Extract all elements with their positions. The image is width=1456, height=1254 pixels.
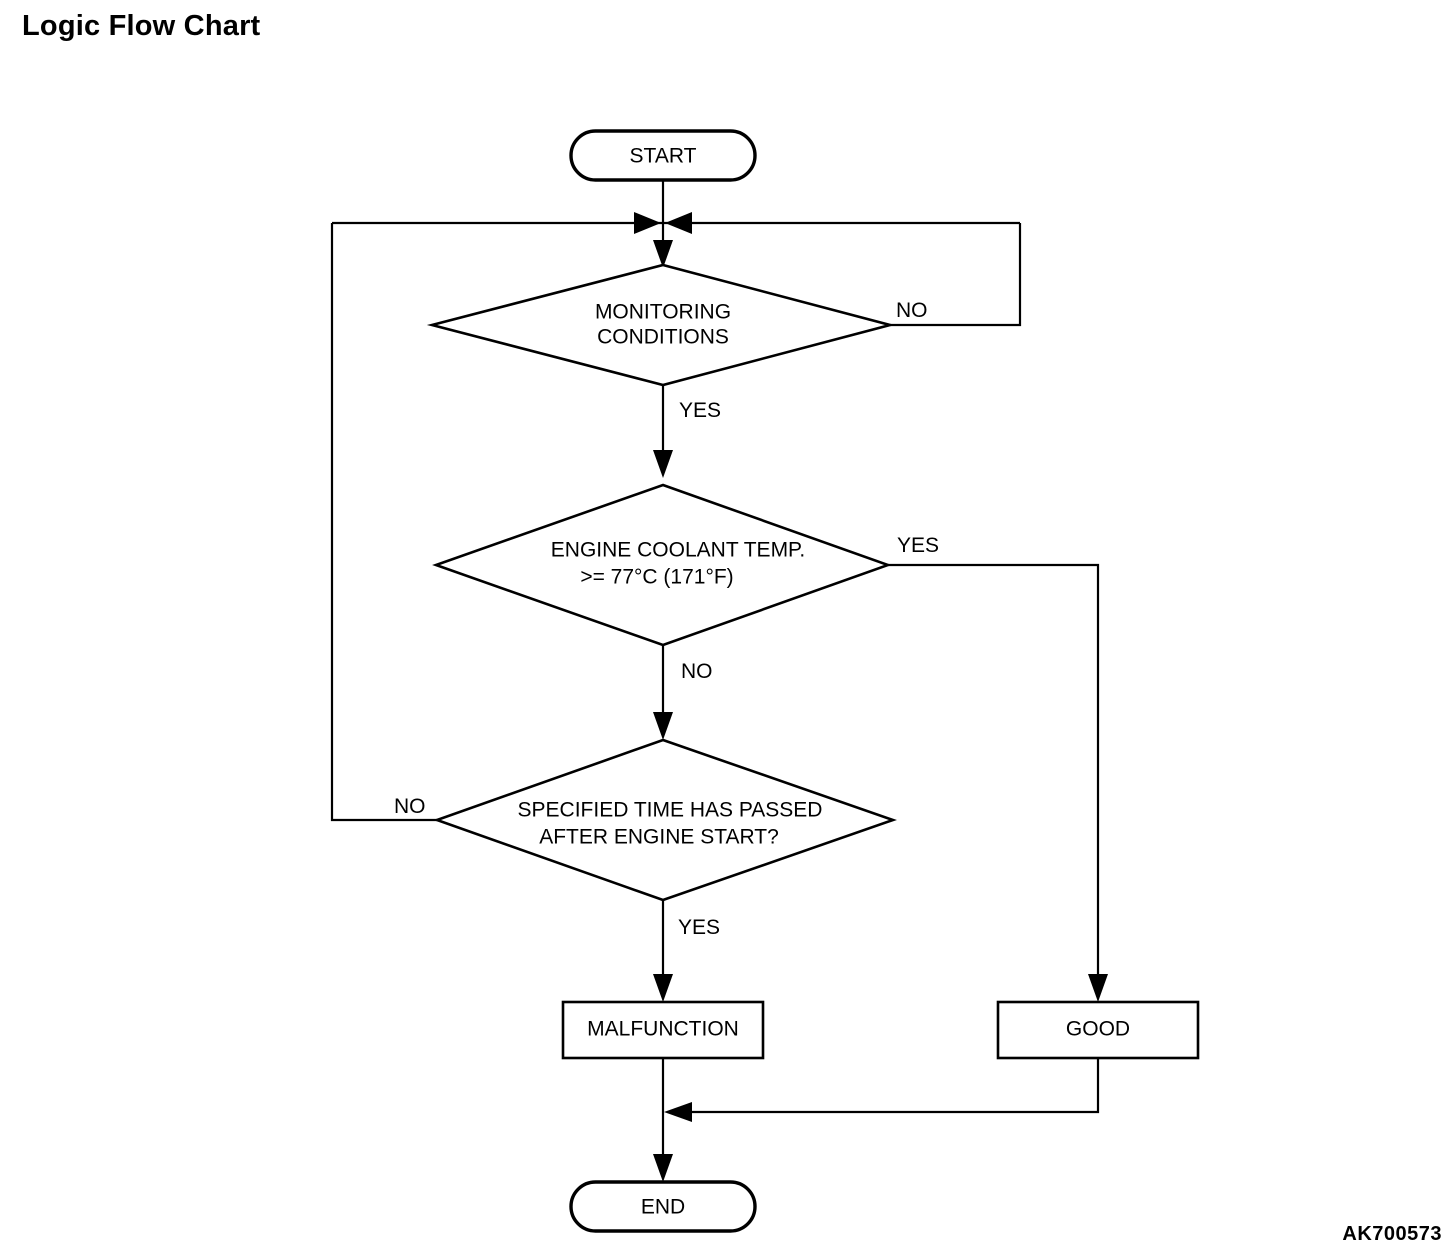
node-coolant-label-line2: >= 77°C (171°F) <box>580 566 733 589</box>
node-good-label: GOOD <box>1066 1018 1130 1041</box>
edge-good-to-end <box>664 1058 1100 1122</box>
page-title: Logic Flow Chart <box>22 10 261 42</box>
edge-label-time-yes: YES <box>678 916 720 939</box>
node-end-label: END <box>641 1196 685 1219</box>
edge-time-no <box>330 223 437 822</box>
reference-code: AK700573 <box>1342 1223 1442 1245</box>
node-time-label-line1: SPECIFIED TIME HAS PASSED <box>518 799 823 822</box>
node-time-label-line2: AFTER ENGINE START? <box>539 826 779 849</box>
edge-time-yes <box>653 900 673 1002</box>
edge-coolant-no <box>653 645 673 740</box>
node-monitoring-conditions: MONITORING CONDITIONS <box>426 263 896 387</box>
node-good: GOOD <box>996 1000 1200 1060</box>
junction-bar <box>332 212 1020 234</box>
edge-label-monitoring-yes: YES <box>679 399 721 422</box>
node-specified-time-passed: SPECIFIED TIME HAS PASSED AFTER ENGINE S… <box>433 738 897 902</box>
arrowhead-down <box>653 712 673 740</box>
edge-label-time-no: NO <box>394 795 426 818</box>
edge-coolant-yes <box>888 563 1108 1002</box>
edge-junction-to-monitoring <box>653 223 673 268</box>
edge-monitoring-yes <box>653 385 673 478</box>
node-engine-coolant-temp: ENGINE COOLANT TEMP. >= 77°C (171°F) <box>432 483 892 647</box>
edge-monitoring-no <box>890 223 1022 327</box>
edge-label-coolant-yes: YES <box>897 534 939 557</box>
node-monitoring-label-line1: MONITORING <box>595 301 731 324</box>
node-malfunction-label: MALFUNCTION <box>587 1018 739 1041</box>
node-malfunction: MALFUNCTION <box>561 1000 765 1060</box>
arrowhead-down <box>653 450 673 478</box>
node-monitoring-label-line2: CONDITIONS <box>597 326 729 349</box>
node-coolant-label-line1: ENGINE COOLANT TEMP. <box>551 539 805 562</box>
edge-label-coolant-no: NO <box>681 660 713 683</box>
edge-label-monitoring-no: NO <box>896 299 928 322</box>
node-start-label: START <box>630 145 697 168</box>
arrowhead-right <box>634 212 661 234</box>
node-end: END <box>569 1180 757 1233</box>
arrowhead-down <box>653 240 673 268</box>
arrowhead-down <box>653 974 673 1002</box>
arrowhead-down <box>1088 974 1108 1002</box>
arrowhead-left <box>665 212 692 234</box>
arrowhead-down <box>653 1154 673 1182</box>
arrowhead-left <box>664 1102 692 1122</box>
node-start: START <box>569 129 757 182</box>
edge-malfunction-to-end <box>653 1058 673 1182</box>
